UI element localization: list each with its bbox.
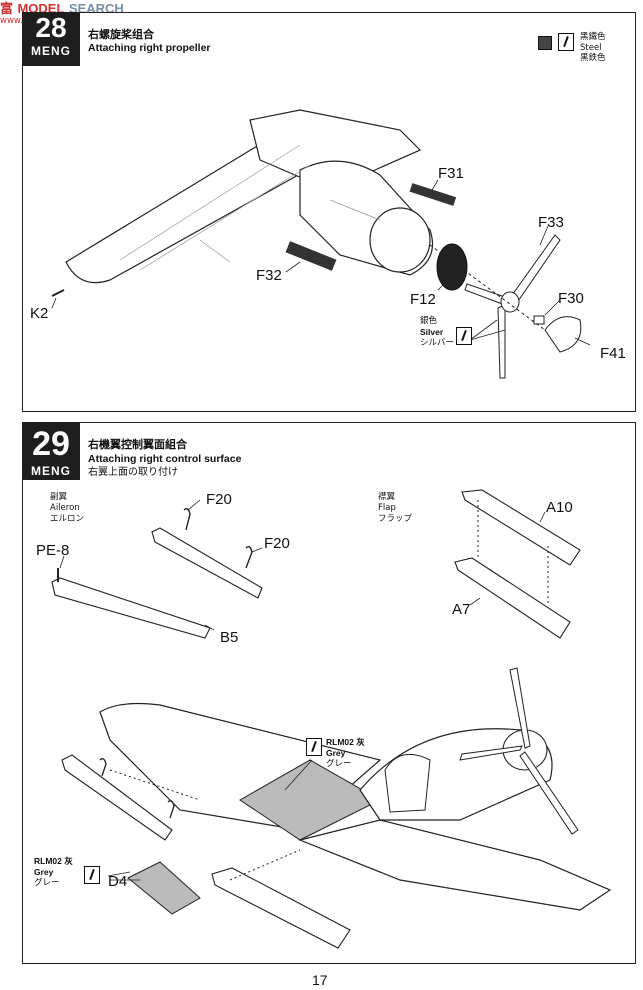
part-label-F32: F32 (256, 267, 282, 284)
part-label-A7: A7 (452, 601, 471, 618)
aileron-en: Aileron (50, 503, 80, 513)
grey-en: Grey (326, 748, 346, 758)
grey2-code: RLM02 灰 (34, 856, 73, 866)
part-label-F20-b: F20 (264, 535, 290, 552)
steel-en: Steel (580, 43, 602, 53)
aileron-jp: エルロン (50, 514, 85, 524)
part-label-F31: F31 (438, 165, 464, 182)
part-label-F30: F30 (558, 290, 584, 307)
step-number: 29 (32, 425, 70, 463)
paint-brush-icon (558, 33, 574, 51)
step-28-title-cn: 右螺旋桨组合 (88, 28, 154, 41)
grey-code: RLM02 灰 (326, 737, 365, 747)
silver-en: Silver (420, 327, 444, 337)
part-label-K2: K2 (30, 305, 49, 322)
paint-brush-icon (456, 327, 472, 345)
part-label-D4: D4 (108, 873, 128, 890)
step-28-badge: 28 MENG (22, 12, 80, 66)
aileron-cn: 副翼 (50, 492, 68, 502)
step-29-badge: 29 MENG (22, 422, 80, 480)
steel-jp: 黒鉄色 (580, 53, 606, 63)
flap-en: Flap (378, 503, 396, 513)
part-label-F41: F41 (600, 345, 626, 362)
flap-jp: フラップ (378, 514, 413, 524)
grey2-jp: グレー (34, 878, 60, 888)
step-28-title-en: Attaching right propeller (88, 42, 211, 54)
paint-brush-icon (306, 738, 322, 756)
grey2-en: Grey (34, 867, 54, 877)
watermark-left: 富 (0, 1, 14, 16)
step-29-title-cn: 右機翼控制翼面組合 (88, 438, 187, 451)
flap-cn: 襟翼 (378, 492, 396, 502)
part-label-B5: B5 (220, 629, 239, 646)
part-label-F12: F12 (410, 291, 436, 308)
step-29-title-jp: 右翼上面の取り付け (88, 467, 178, 478)
silver-cn: 銀色 (420, 316, 438, 326)
part-label-A10: A10 (546, 499, 573, 516)
page-number: 17 (312, 972, 328, 988)
part-label-PE-8: PE-8 (36, 542, 70, 559)
brand-logo: MENG (31, 464, 71, 478)
silver-jp: シルバー (420, 338, 455, 348)
paint-brush-icon (84, 866, 100, 884)
step-29-title-en: Attaching right control surface (88, 453, 242, 465)
steel-swatch (538, 36, 552, 50)
part-label-F33: F33 (538, 214, 564, 231)
steel-cn: 黑鐵色 (580, 32, 606, 42)
grey-jp: グレー (326, 759, 352, 769)
part-label-F20-a: F20 (206, 491, 232, 508)
